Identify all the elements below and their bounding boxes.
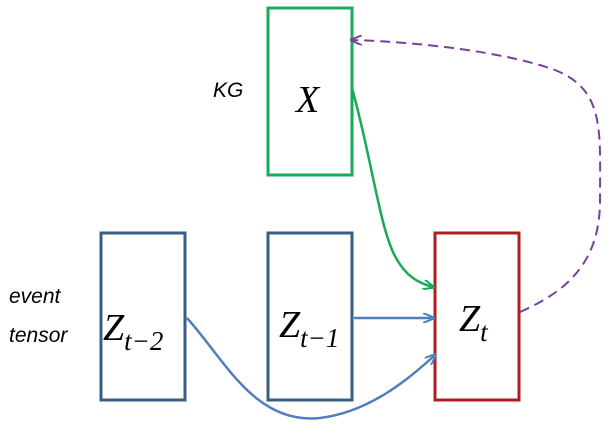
z-t-minus-2-sub: t−2 <box>124 326 163 356</box>
z-t-main: Z <box>459 298 481 340</box>
z-t-minus-1-main: Z <box>279 304 301 346</box>
x-node-label: X <box>294 79 321 121</box>
z-t-sub: t <box>480 317 489 347</box>
event-label: event <box>9 285 62 308</box>
z-t-box <box>433 231 521 402</box>
z-t-minus-1-box <box>266 231 354 402</box>
z-t-minus-2-to-z-t-arrow <box>186 317 435 420</box>
kg-to-z-t-arrow <box>350 87 433 287</box>
kg-label: KG <box>213 79 243 102</box>
z-t-to-kg-feedback-arrow <box>352 40 602 313</box>
z-t-minus-2-box <box>99 231 187 402</box>
z-t-minus-1-sub: t−1 <box>300 323 339 353</box>
tensor-label: tensor <box>9 324 68 347</box>
z-t-minus-2-main: Z <box>103 307 125 349</box>
z-t-minus-2-label: Zt−2 <box>103 307 163 356</box>
z-t-minus-1-label: Zt−1 <box>279 304 339 353</box>
z-t-label: Zt <box>459 298 489 347</box>
